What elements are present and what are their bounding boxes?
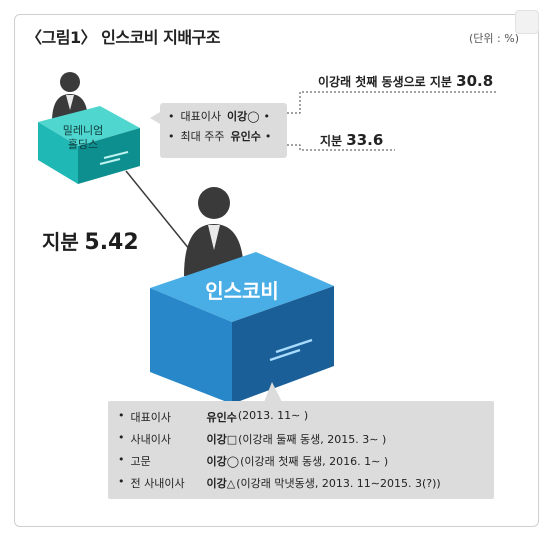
executive-row: • 사내이사 이강□ (이강래 둘째 동생, 2015. 3∼ ) bbox=[118, 431, 387, 446]
person-name: 이강◯ bbox=[226, 110, 260, 123]
annotation-second-value: 33.6 bbox=[346, 131, 384, 149]
holding-cube bbox=[38, 106, 140, 184]
image-tools-icon[interactable] bbox=[515, 10, 539, 34]
cube-decor-line bbox=[99, 158, 121, 165]
executive-row: • 전 사내이사 이강△ (이강래 막냇동생, 2013. 11∼2015. 3… bbox=[118, 475, 441, 490]
ownership-share-value: 5.42 bbox=[84, 230, 139, 255]
unit-label: (단위 : %) bbox=[469, 32, 519, 45]
executive-detail: (이강래 둘째 동생, 2015. 3∼ ) bbox=[238, 433, 387, 446]
cube-decor-line bbox=[275, 338, 313, 354]
ownership-share-label: 지분 bbox=[42, 230, 79, 254]
ownership-line bbox=[125, 170, 195, 256]
annotation-top-value: 30.8 bbox=[456, 72, 494, 90]
info-pointer bbox=[264, 382, 282, 402]
annotation-top-label: 이강래 첫째 동생으로 지분 bbox=[318, 75, 452, 89]
executive-detail: (이강래 첫째 동생, 2016. 1∼ ) bbox=[240, 455, 389, 468]
cube-decor-line bbox=[103, 151, 129, 159]
executive-detail: (이강래 막냇동생, 2013. 11∼2015. 3(?)) bbox=[236, 477, 441, 490]
person-role: 최대 주주 bbox=[180, 130, 225, 143]
executive-role: 사내이사 bbox=[130, 433, 171, 446]
holding-person-row: • 최대 주주 유인수 • bbox=[168, 129, 272, 144]
executive-role: 고문 bbox=[130, 455, 151, 468]
pill-pointer bbox=[150, 112, 160, 124]
annotation-second-label: 지분 bbox=[320, 134, 343, 148]
executive-role: 전 사내이사 bbox=[130, 477, 185, 490]
executive-detail: (2013. 11∼ ) bbox=[237, 409, 309, 422]
person-role: 대표이사 bbox=[180, 110, 221, 123]
cube-decor-line bbox=[269, 348, 301, 362]
annotation-dotted-line-second bbox=[287, 144, 395, 151]
executive-row: • 고문 이강◯ (이강래 첫째 동생, 2016. 1∼ ) bbox=[118, 453, 389, 468]
executive-role: 대표이사 bbox=[130, 411, 171, 424]
executive-name: 이강◯ bbox=[206, 455, 240, 468]
annotation-dotted-line-top bbox=[287, 91, 498, 114]
person-name: 유인수 bbox=[230, 130, 261, 143]
executive-name: 이강△ bbox=[206, 477, 236, 490]
company-cube bbox=[150, 252, 334, 404]
company-name: 인스코비 bbox=[205, 279, 279, 303]
annotation-top: 이강래 첫째 동생으로 지분 30.8 bbox=[318, 72, 493, 90]
holding-person-row: • 대표이사 이강◯ • bbox=[168, 109, 271, 124]
ownership-share: 지분 5.42 bbox=[42, 226, 139, 255]
holding-name-line2: 홀딩스 bbox=[68, 138, 98, 151]
figure-title: 〈그림1〉 인스코비 지배구조 bbox=[26, 28, 220, 47]
executive-row: • 대표이사 유인수 (2013. 11∼ ) bbox=[118, 409, 309, 424]
holding-name-line1: 밀레니엄 bbox=[63, 124, 103, 137]
annotation-second: 지분 33.6 bbox=[320, 131, 383, 149]
holding-people-box: • 대표이사 이강◯ • • 최대 주주 유인수 • bbox=[160, 103, 287, 158]
executive-name: 유인수 bbox=[206, 411, 237, 424]
executive-name: 이강□ bbox=[206, 433, 238, 446]
executive-list: • 대표이사 유인수 (2013. 11∼ ) • 사내이사 이강□ (이강래 … bbox=[108, 401, 494, 499]
